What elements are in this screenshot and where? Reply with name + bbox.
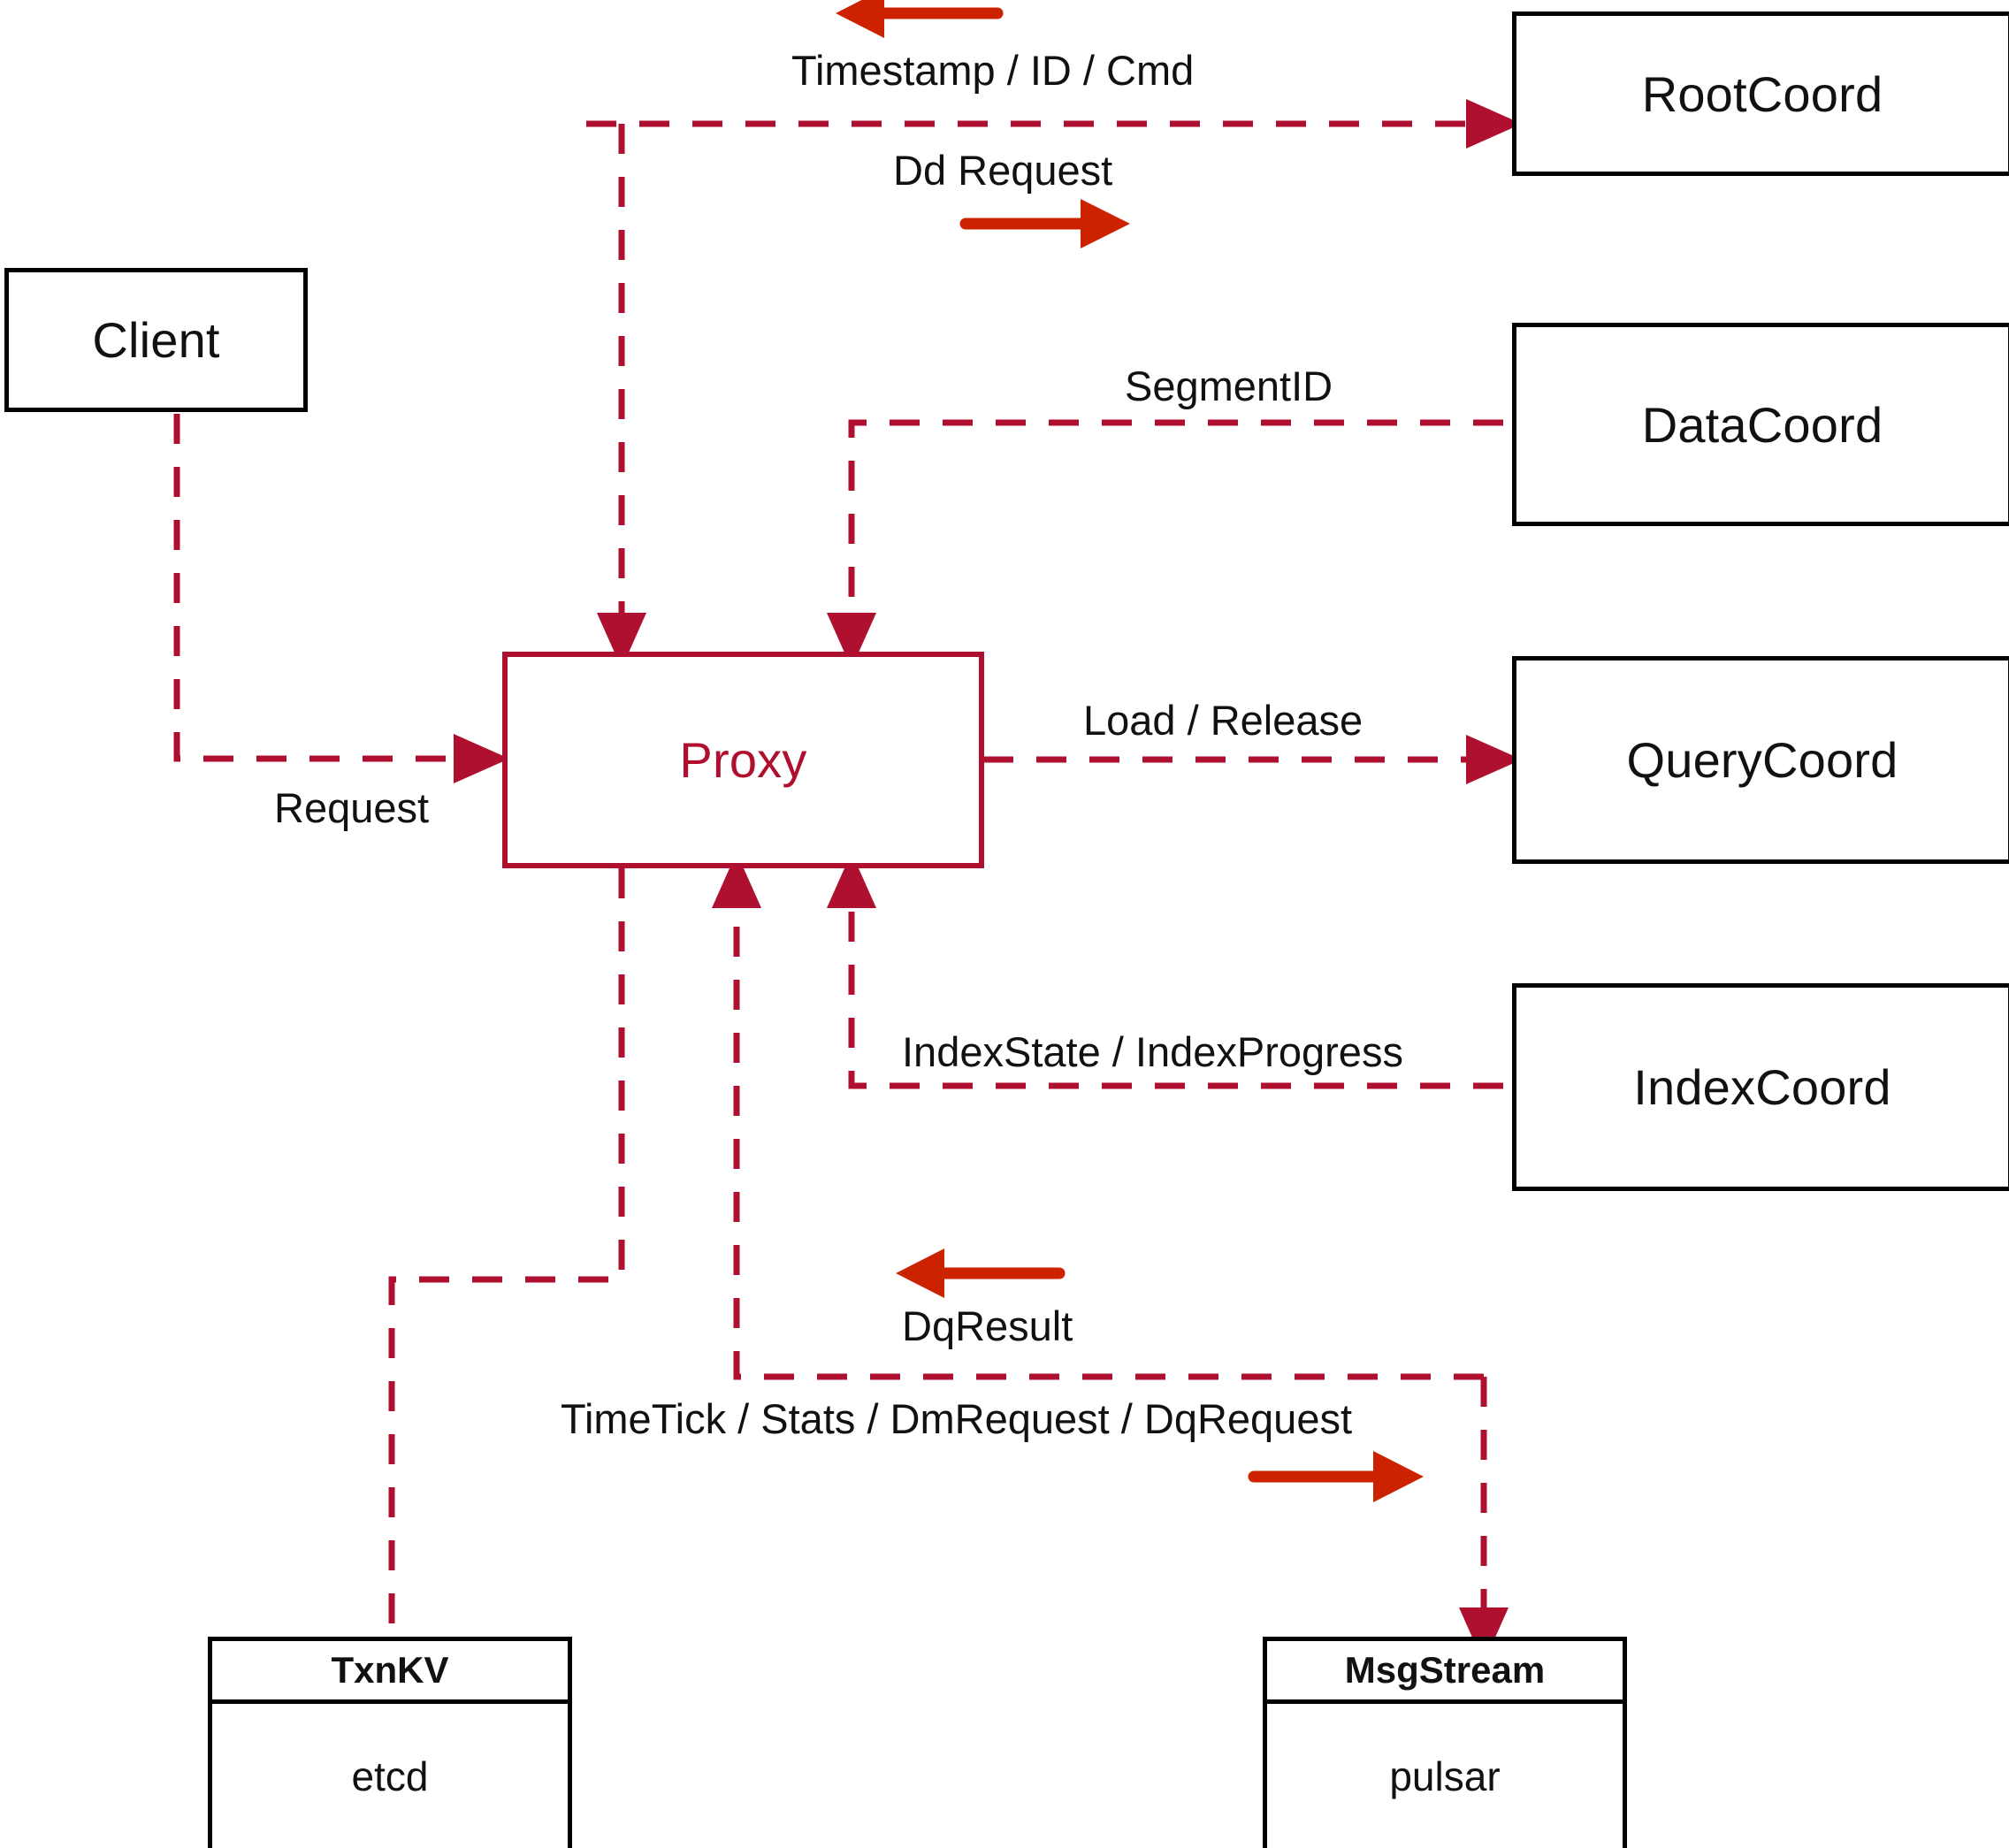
- direction-arrow-timestamp-left: [836, 0, 1004, 38]
- edge-label-index-state-progress: IndexState / IndexProgress: [902, 1028, 1403, 1075]
- node-txnkv-title: TxnKV: [331, 1649, 449, 1691]
- node-index-coord[interactable]: IndexCoord: [1512, 983, 2009, 1191]
- node-root-coord-label: RootCoord: [1641, 65, 1883, 122]
- node-data-coord[interactable]: DataCoord: [1512, 323, 2009, 526]
- node-proxy[interactable]: Proxy: [502, 652, 984, 868]
- edge-request: [173, 414, 509, 783]
- node-msgstream-impl: pulsar: [1389, 1753, 1501, 1799]
- edge-label-timetick-stats-dm-dq: TimeTick / Stats / DmRequest / DqRequest: [561, 1395, 1353, 1442]
- node-data-coord-label: DataCoord: [1641, 396, 1883, 453]
- edge-label-dq-result: DqResult: [902, 1302, 1073, 1349]
- edge-dq-result: [712, 852, 1484, 1380]
- node-query-coord[interactable]: QueryCoord: [1512, 656, 2009, 864]
- node-txnkv-impl: etcd: [351, 1753, 429, 1799]
- node-msgstream-header: MsgStream: [1267, 1641, 1623, 1704]
- node-query-coord-label: QueryCoord: [1626, 732, 1898, 788]
- edge-proxy-txnkv: [388, 868, 625, 1637]
- edge-label-dd-request: Dd Request: [893, 147, 1113, 194]
- edge-label-segment-id: SegmentID: [1125, 363, 1333, 409]
- edge-label-load-release: Load / Release: [1083, 697, 1364, 744]
- node-msgstream[interactable]: MsgStream pulsar: [1263, 1637, 1627, 1848]
- node-client[interactable]: Client: [4, 268, 308, 412]
- edge-segment-id: [827, 419, 1503, 668]
- edge-label-request: Request: [274, 784, 430, 831]
- direction-arrow-dqrequest-right: [1248, 1451, 1424, 1502]
- node-root-coord[interactable]: RootCoord: [1512, 11, 2009, 176]
- direction-arrow-dd-request-right: [959, 199, 1130, 248]
- node-txnkv-body: etcd: [212, 1704, 568, 1848]
- node-msgstream-title: MsgStream: [1344, 1649, 1546, 1691]
- node-index-coord-label: IndexCoord: [1633, 1059, 1891, 1115]
- node-txnkv-header: TxnKV: [212, 1641, 568, 1704]
- edge-label-timestamp-id-cmd: Timestamp / ID / Cmd: [791, 47, 1195, 94]
- node-proxy-label: Proxy: [679, 732, 807, 788]
- node-txnkv[interactable]: TxnKV etcd: [208, 1637, 572, 1848]
- node-client-label: Client: [92, 312, 220, 368]
- direction-arrow-dq-result-left: [896, 1249, 1066, 1298]
- node-msgstream-body: pulsar: [1267, 1704, 1623, 1848]
